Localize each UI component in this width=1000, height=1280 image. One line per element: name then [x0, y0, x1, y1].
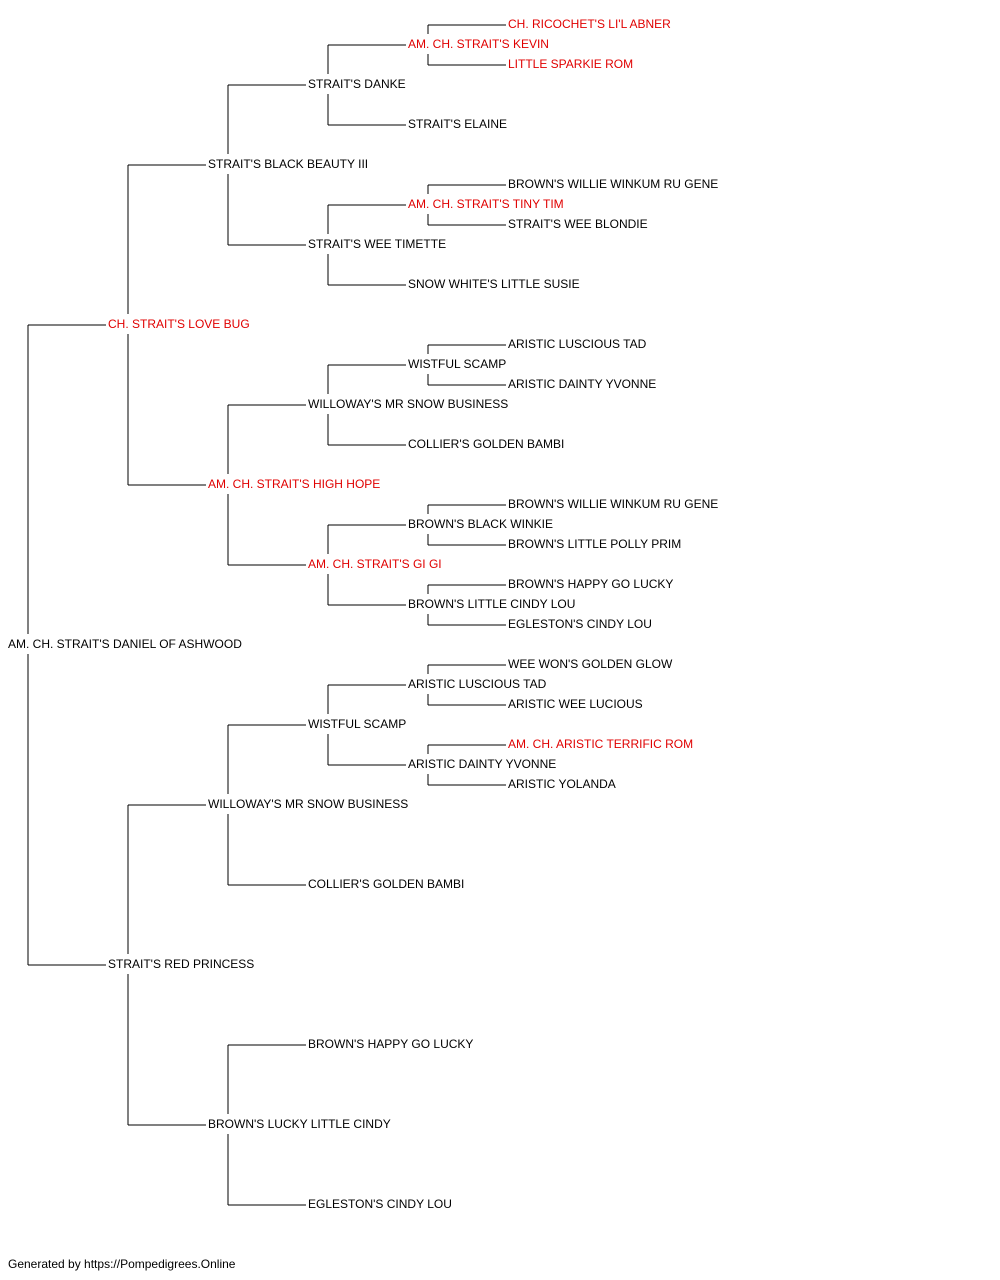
dog-name: BROWN'S HAPPY GO LUCKY — [508, 577, 673, 591]
dog-name: STRAIT'S WEE TIMETTE — [308, 237, 446, 251]
dog-name: AM. CH. STRAIT'S HIGH HOPE — [208, 477, 380, 491]
dog-name: BROWN'S LITTLE POLLY PRIM — [508, 537, 681, 551]
dog-name: CH. RICOCHET'S LI'L ABNER — [508, 17, 671, 31]
dog-name: AM. CH. STRAIT'S GI GI — [308, 557, 442, 571]
dog-name: STRAIT'S WEE BLONDIE — [508, 217, 648, 231]
dog-name: WEE WON'S GOLDEN GLOW — [508, 657, 673, 671]
dog-name: STRAIT'S RED PRINCESS — [108, 957, 254, 971]
dog-name: CH. STRAIT'S LOVE BUG — [108, 317, 250, 331]
dog-name: WILLOWAY'S MR SNOW BUSINESS — [308, 397, 508, 411]
dog-name: ARISTIC WEE LUCIOUS — [508, 697, 643, 711]
dog-name: AM. CH. STRAIT'S KEVIN — [408, 37, 549, 51]
dog-name: BROWN'S HAPPY GO LUCKY — [308, 1037, 473, 1051]
dog-name: EGLESTON'S CINDY LOU — [308, 1197, 452, 1211]
dog-name: BROWN'S LUCKY LITTLE CINDY — [208, 1117, 391, 1131]
dog-name: BROWN'S WILLIE WINKUM RU GENE — [508, 497, 718, 511]
dog-name: SNOW WHITE'S LITTLE SUSIE — [408, 277, 580, 291]
dog-name: COLLIER'S GOLDEN BAMBI — [408, 437, 564, 451]
pedigree-chart: AM. CH. STRAIT'S DANIEL OF ASHWOOD CH. ST… — [8, 17, 718, 1211]
generated-by-footer: Generated by https://Pompedigrees.Online — [8, 1257, 236, 1271]
dog-name: WISTFUL SCAMP — [308, 717, 406, 731]
dog-name: ARISTIC LUSCIOUS TAD — [508, 337, 647, 351]
dog-name: STRAIT'S DANKE — [308, 77, 406, 91]
dog-name: BROWN'S WILLIE WINKUM RU GENE — [508, 177, 718, 191]
dog-name: EGLESTON'S CINDY LOU — [508, 617, 652, 631]
dog-name: LITTLE SPARKIE ROM — [508, 57, 633, 71]
dog-name: COLLIER'S GOLDEN BAMBI — [308, 877, 464, 891]
dog-name: BROWN'S BLACK WINKIE — [408, 517, 553, 531]
dog-name: STRAIT'S ELAINE — [408, 117, 507, 131]
dog-name: BROWN'S LITTLE CINDY LOU — [408, 597, 575, 611]
dog-name: STRAIT'S BLACK BEAUTY III — [208, 157, 368, 171]
dog-name: ARISTIC LUSCIOUS TAD — [408, 677, 547, 691]
dog-name: ARISTIC DAINTY YVONNE — [508, 377, 656, 391]
dog-name: WISTFUL SCAMP — [408, 357, 506, 371]
dog-name: ARISTIC DAINTY YVONNE — [408, 757, 556, 771]
dog-name: ARISTIC YOLANDA — [508, 777, 616, 791]
dog-name: AM. CH. STRAIT'S DANIEL OF ASHWOOD — [8, 637, 242, 651]
dog-name: WILLOWAY'S MR SNOW BUSINESS — [208, 797, 408, 811]
dog-name: AM. CH. ARISTIC TERRIFIC ROM — [508, 737, 693, 751]
dog-name: AM. CH. STRAIT'S TINY TIM — [408, 197, 564, 211]
